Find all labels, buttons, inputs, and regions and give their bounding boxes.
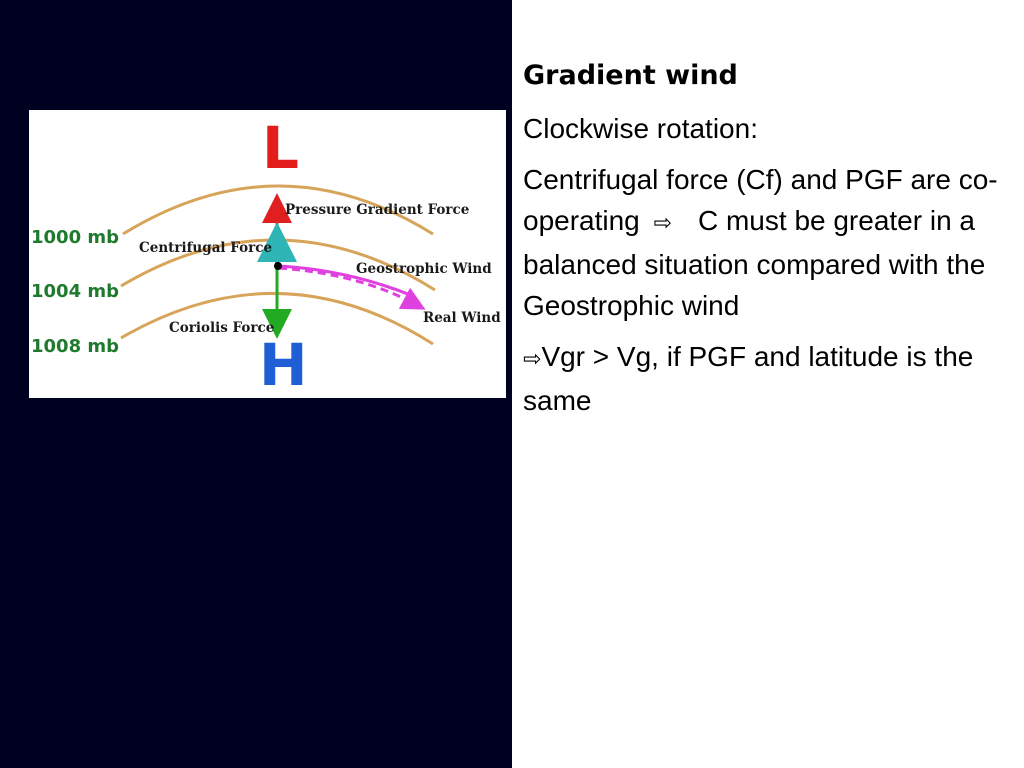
parcel-dot bbox=[274, 262, 282, 270]
pgf-label: Pressure Gradient Force bbox=[285, 202, 469, 218]
explanation-part1: Centrifugal force (Cf) and PGF are co-op… bbox=[523, 164, 998, 236]
real-wind-arrow bbox=[278, 266, 426, 310]
left-panel: L H 1000 mb 1004 mb 1008 mb bbox=[0, 0, 512, 768]
right-arrow-outline-icon: ⇨ bbox=[523, 347, 542, 372]
low-pressure-label: L bbox=[262, 114, 299, 182]
isobar-label-1008: 1008 mb bbox=[31, 336, 119, 357]
isobar-label-1004: 1004 mb bbox=[31, 281, 119, 302]
gradient-wind-diagram: L H 1000 mb 1004 mb 1008 mb bbox=[29, 110, 506, 398]
conclusion-text: Vgr > Vg, if PGF and latitude is the sam… bbox=[523, 341, 974, 416]
rotation-line: Clockwise rotation: bbox=[523, 113, 758, 144]
isobar-label-1000: 1000 mb bbox=[31, 227, 119, 248]
explanation-part2: C must be greater in a balanced situatio… bbox=[523, 205, 986, 321]
geostrophic-wind-arrow bbox=[278, 264, 414, 298]
slide-heading: Gradient wind bbox=[523, 60, 738, 91]
centrifugal-label: Centrifugal Force bbox=[139, 240, 272, 256]
coriolis-label: Coriolis Force bbox=[169, 320, 274, 336]
isobar-1000 bbox=[122, 184, 434, 236]
geostrophic-label: Geostrophic Wind bbox=[356, 261, 492, 277]
right-arrow-outline-icon: ⇨ bbox=[653, 211, 672, 236]
explanation-paragraph: Centrifugal force (Cf) and PGF are co-op… bbox=[523, 159, 1013, 326]
high-pressure-label: H bbox=[259, 331, 308, 398]
real-wind-label: Real Wind bbox=[423, 310, 501, 326]
text-panel: Gradient wind Clockwise rotation: Centri… bbox=[523, 56, 1013, 431]
diagram-svg: L H 1000 mb 1004 mb 1008 mb bbox=[31, 114, 501, 398]
conclusion-paragraph: ⇨Vgr > Vg, if PGF and latitude is the sa… bbox=[523, 336, 1013, 421]
